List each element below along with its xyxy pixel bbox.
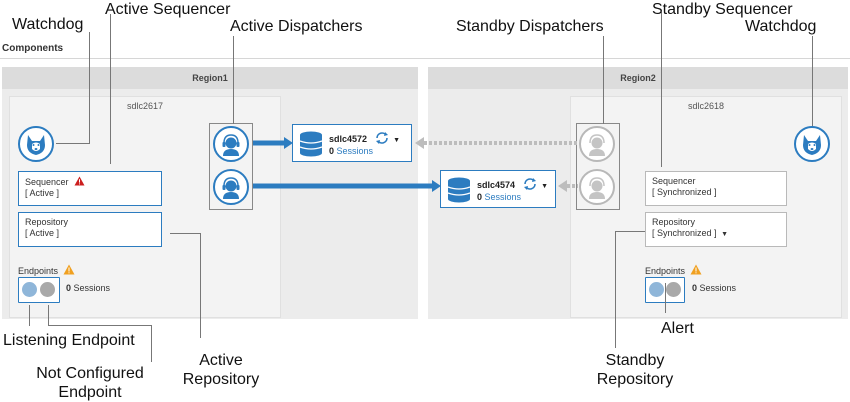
callout-line — [665, 283, 666, 313]
sync-icon[interactable] — [523, 178, 537, 190]
callout-watchdog-right: Watchdog — [745, 18, 817, 35]
region-1-title: Region1 — [2, 67, 418, 89]
callout-standby-sequencer: Standby Sequencer — [652, 1, 793, 18]
sequencer-title: Sequencer — [652, 176, 696, 186]
sequencer-standby-box[interactable]: Sequencer [ Synchronized ] — [645, 171, 787, 206]
host-1-name: sdlc2617 — [126, 101, 164, 111]
callout-line — [56, 143, 90, 144]
endpoints-left-group[interactable] — [18, 277, 60, 303]
dispatcher-1-name: sdlc4572 — [329, 134, 368, 144]
callout-active-sequencer: Active Sequencer — [105, 1, 231, 18]
section-title: Components — [2, 43, 64, 54]
database-icon — [447, 177, 471, 203]
dispatcher-2-box[interactable]: sdlc4574 ▼ 0 Sessions — [440, 170, 556, 208]
chevron-down-icon[interactable]: ▼ — [393, 137, 400, 144]
database-icon — [299, 131, 323, 157]
chevron-down-icon[interactable]: ▼ — [541, 183, 548, 190]
repository-status: [ Synchronized ] — [652, 228, 717, 238]
sequencer-status: [ Synchronized ] — [652, 187, 717, 197]
endpoints-left-sessions: 0 Sessions — [66, 283, 111, 293]
callout-line — [89, 32, 90, 143]
sync-icon[interactable] — [375, 132, 389, 144]
standby-dispatcher-2-icon[interactable] — [579, 169, 615, 205]
callout-listening-endpoint: Listening Endpoint — [3, 332, 135, 349]
callout-line — [615, 231, 645, 232]
not-configured-endpoint-icon[interactable] — [40, 282, 55, 297]
listening-endpoint-icon[interactable] — [22, 282, 37, 297]
dispatcher-1-box[interactable]: sdlc4572 ▼ 0 Sessions — [292, 124, 412, 162]
active-dispatcher-2-icon[interactable] — [213, 169, 249, 205]
headset-icon — [222, 134, 240, 156]
callout-watchdog-left: Watchdog — [12, 16, 84, 33]
callout-line — [615, 231, 616, 348]
callout-standby-dispatchers: Standby Dispatchers — [456, 18, 604, 35]
callout-line — [661, 12, 662, 167]
warning-amber-icon[interactable] — [690, 264, 702, 275]
active-dispatcher-1-icon[interactable] — [213, 126, 249, 162]
callout-alert: Alert — [661, 320, 694, 337]
standby-dispatchers-bracket — [576, 123, 620, 210]
region-2-title: Region2 — [428, 67, 848, 89]
endpoints-right-label: Endpoints — [645, 264, 702, 276]
headset-icon — [589, 134, 605, 156]
husky-icon — [27, 135, 45, 155]
endpoints-right-sessions: 0 Sessions — [692, 283, 737, 293]
callout-line — [603, 36, 604, 124]
repository-title: Repository — [652, 217, 696, 227]
callout-line — [233, 36, 234, 124]
callout-line — [48, 305, 49, 325]
repository-status: [ Active ] — [25, 228, 60, 238]
chevron-down-icon[interactable]: ▼ — [721, 231, 728, 238]
dispatcher-2-sessions: 0 Sessions — [477, 192, 522, 202]
callout-line — [29, 305, 30, 326]
callout-line — [200, 233, 201, 338]
dispatcher-1-sessions: 0 Sessions — [329, 146, 374, 156]
standby-dispatcher-1-icon[interactable] — [579, 126, 615, 162]
sequencer-status: [ Active ] — [25, 188, 60, 198]
sequencer-active-box[interactable]: Sequencer [ Active ] — [18, 171, 162, 206]
callout-line — [151, 325, 152, 362]
warning-amber-icon[interactable] — [63, 264, 75, 275]
headset-icon — [589, 177, 605, 199]
repository-active-box[interactable]: Repository [ Active ] — [18, 212, 162, 247]
callout-active-dispatchers: Active Dispatchers — [230, 18, 363, 35]
callout-line — [170, 233, 200, 234]
section-divider — [0, 58, 850, 59]
dispatcher-2-name: sdlc4574 — [477, 180, 516, 190]
repository-standby-box[interactable]: Repository [ Synchronized ] ▼ — [645, 212, 787, 247]
watchdog-left-icon[interactable] — [18, 126, 54, 162]
husky-icon — [803, 135, 821, 155]
callout-line — [48, 325, 151, 326]
active-dispatchers-bracket — [209, 123, 253, 210]
callout-line — [812, 36, 813, 126]
listening-endpoint-icon[interactable] — [649, 282, 664, 297]
callout-line — [110, 14, 111, 164]
headset-icon — [222, 177, 240, 199]
watchdog-right-icon[interactable] — [794, 126, 830, 162]
sequencer-title: Sequencer — [25, 177, 69, 187]
not-configured-endpoint-icon[interactable] — [666, 282, 681, 297]
endpoints-left-label: Endpoints — [18, 264, 75, 276]
repository-title: Repository — [25, 217, 69, 227]
host-2-name: sdlc2618 — [687, 101, 725, 111]
warning-red-icon[interactable] — [74, 176, 85, 186]
